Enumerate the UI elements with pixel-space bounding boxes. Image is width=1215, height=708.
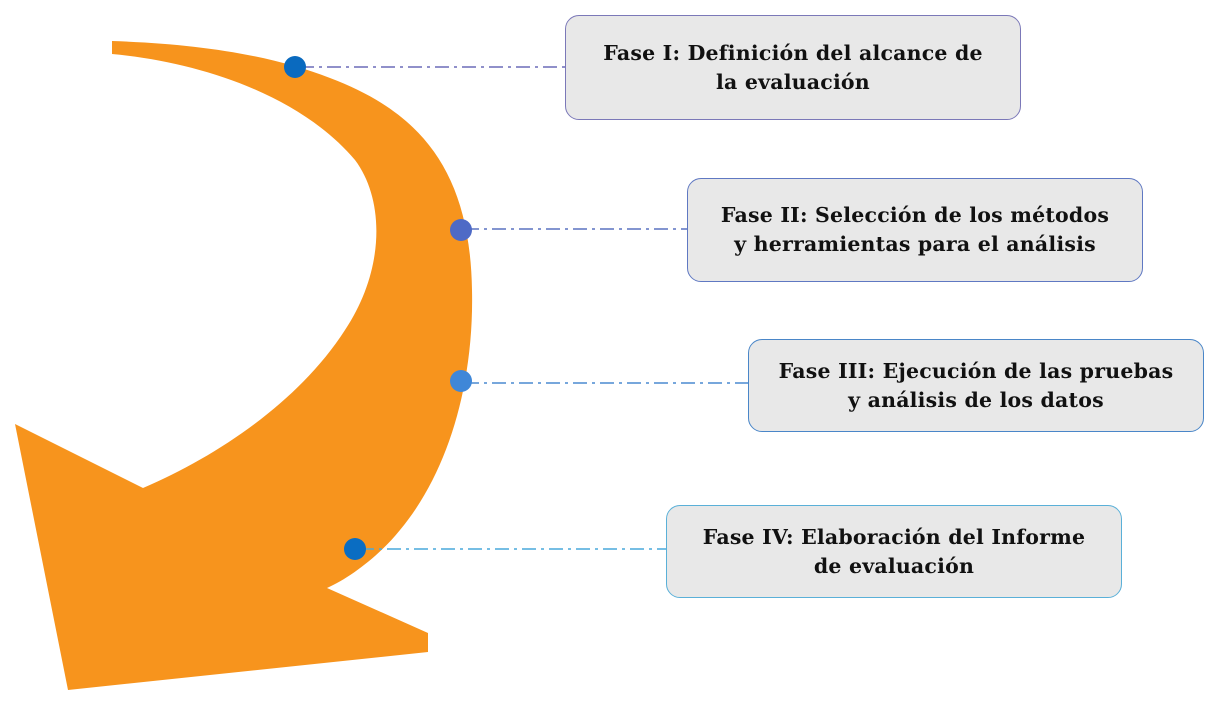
- phase-3-dot-icon: [450, 370, 472, 392]
- phase-1-line-2: la evaluación: [716, 69, 870, 94]
- phase-3-line-2: y análisis de los datos: [848, 387, 1104, 412]
- phase-1-box: Fase I: Definición del alcance de la eva…: [565, 15, 1021, 120]
- phase-2-line-1: Fase II: Selección de los métodos: [720, 203, 1110, 227]
- phase-4-line-1: Fase IV: Elaboración del Informe: [702, 524, 1086, 549]
- phase-1-dot-icon: [284, 56, 306, 78]
- phase-4-dot-icon: [344, 538, 366, 560]
- phase-2-line-2: y herramientas para el análisis: [734, 232, 1096, 256]
- phase-2-box: Fase II: Selección de los métodos y herr…: [687, 178, 1143, 282]
- phase-3-box: Fase III: Ejecución de las pruebas y aná…: [748, 339, 1204, 432]
- phase-3-line-1: Fase III: Ejecución de las pruebas: [778, 358, 1174, 383]
- phase-2-dot-icon: [450, 219, 472, 241]
- phase-1-line-1: Fase I: Definición del alcance de: [603, 40, 983, 65]
- phase-4-box: Fase IV: Elaboración del Informe de eval…: [666, 505, 1122, 598]
- curved-arrow-icon: [15, 41, 473, 690]
- phase-4-line-2: de evaluación: [813, 553, 975, 578]
